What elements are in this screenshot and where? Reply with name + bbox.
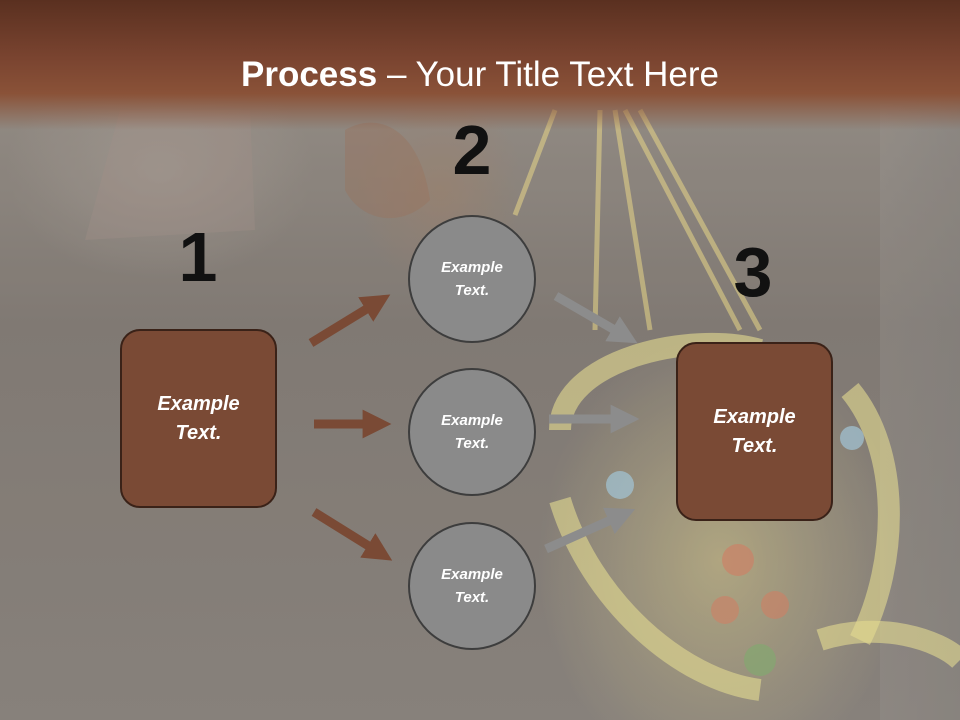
step-1-box-text: Example Text. <box>157 392 240 444</box>
arrow-to-bottom-circle <box>311 508 393 561</box>
title-bold: Process <box>241 55 378 94</box>
step-number-2: 2 <box>452 111 492 189</box>
slide-title: Process – Your Title Text Here <box>0 54 960 96</box>
circle-text: Example Text. <box>441 566 503 606</box>
step-3-box: Example Text. <box>676 342 833 521</box>
arrow-to-top-circle <box>308 294 391 347</box>
arrow-top-to-step-3 <box>553 292 638 344</box>
step-2-circle-bottom: Example Text. <box>408 522 536 650</box>
circle-text: Example Text. <box>441 259 503 299</box>
step-2-circle-middle: Example Text. <box>408 368 536 496</box>
step-number-3: 3 <box>733 233 773 311</box>
circle-text: Example Text. <box>441 412 503 452</box>
step-3-box-text: Example Text. <box>713 405 796 457</box>
title-rest: – Your Title Text Here <box>377 55 719 94</box>
arrow-bottom-to-step-3 <box>544 507 636 554</box>
step-1-box: Example Text. <box>120 329 277 508</box>
step-2-circle-top: Example Text. <box>408 215 536 343</box>
background-shadow <box>880 100 960 720</box>
step-number-1: 1 <box>178 218 218 296</box>
title-bar <box>0 0 960 130</box>
